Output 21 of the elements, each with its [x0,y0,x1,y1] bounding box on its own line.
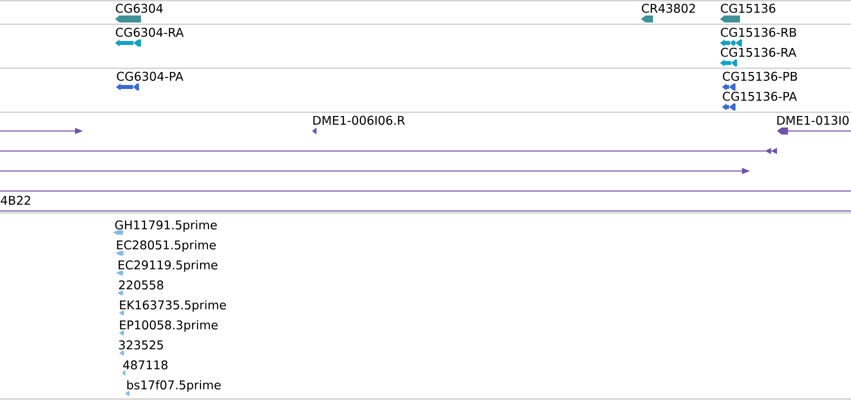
feature-label: CG6304-RA [116,28,184,37]
feature-label: 220558 [119,280,164,290]
feature-label: DME1-013I0 [777,116,849,125]
feature-label: CG15136-PA [722,92,797,101]
feature-label: 487118 [123,360,168,370]
feature-label: 4B22 [0,196,30,205]
feature-label: CG15136 [720,4,776,13]
feature-label: DME1-006I06.R [313,116,405,125]
feature-label: CR43802 [642,4,695,13]
feature-label: GH11791.5prime [115,220,217,232]
feature-label: bs17f07.5prime [127,380,221,392]
feature-label: CG15136-RA [720,48,796,57]
feature-label: EK163735.5prime [120,300,226,312]
feature-label: EC29119.5prime [118,260,218,272]
feature-label: CG6304-PA [116,72,184,81]
feature-label: EC28051.5prime [117,240,216,252]
feature-label: EP10058.3prime [120,320,218,332]
feature-label: CG15136-PB [722,72,797,81]
feature-label: 323525 [119,340,163,350]
feature-label: CG15136-RB [720,28,796,37]
feature-label: CG6304 [116,4,163,13]
